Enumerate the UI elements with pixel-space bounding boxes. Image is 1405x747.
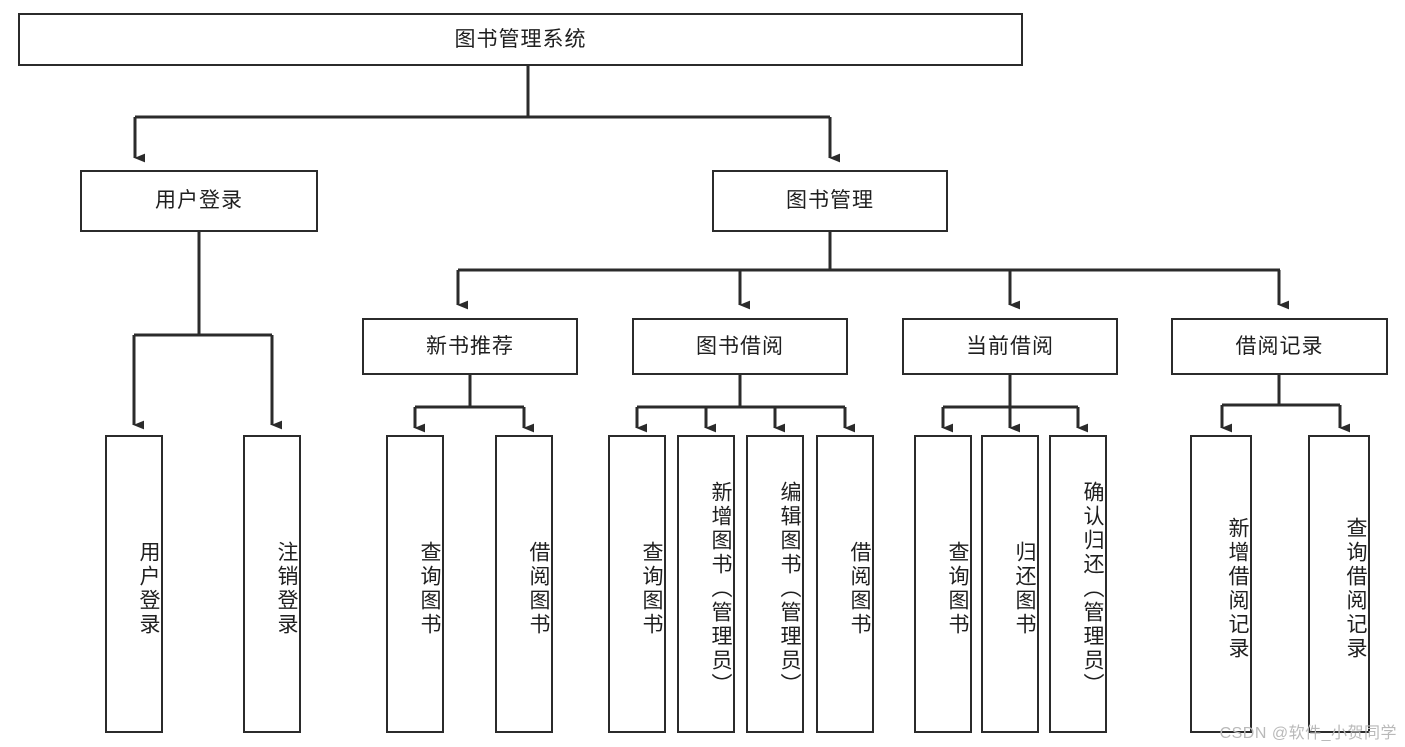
node-leaf-borrow-book-1-label: 借阅图书 [527,541,550,637]
node-user-login-label: 用户登录 [155,189,243,213]
node-new-book-rec[interactable]: 新书推荐 [362,318,578,375]
node-leaf-query-record[interactable]: 查询借阅记录 [1308,435,1370,733]
node-leaf-query-book-3[interactable]: 查询图书 [914,435,972,733]
node-leaf-user-login[interactable]: 用户登录 [105,435,163,733]
node-current-borrow-label: 当前借阅 [966,334,1054,358]
node-book-borrow-label: 图书借阅 [696,334,784,358]
node-leaf-query-book-1-label: 查询图书 [418,541,441,637]
node-root-label: 图书管理系统 [454,27,587,51]
node-leaf-add-record[interactable]: 新增借阅记录 [1190,435,1252,733]
node-leaf-logout[interactable]: 注销登录 [243,435,301,733]
node-leaf-return-book[interactable]: 归还图书 [981,435,1039,733]
node-borrow-record[interactable]: 借阅记录 [1171,318,1388,375]
node-leaf-logout-label: 注销登录 [275,541,298,637]
node-leaf-query-book-2[interactable]: 查询图书 [608,435,666,733]
node-book-manage[interactable]: 图书管理 [712,170,948,232]
node-new-book-rec-label: 新书推荐 [426,334,514,358]
node-leaf-borrow-book-2-label: 借阅图书 [848,541,871,637]
node-leaf-query-book-3-label: 查询图书 [946,541,969,637]
node-current-borrow[interactable]: 当前借阅 [902,318,1118,375]
node-root[interactable]: 图书管理系统 [18,13,1023,66]
node-leaf-edit-book[interactable]: 编辑图书（管理员） [746,435,804,733]
node-leaf-add-book-label: 新增图书（管理员） [709,481,732,697]
node-leaf-query-book-2-label: 查询图书 [640,541,663,637]
watermark: CSDN @软件_小贺同学 [1219,725,1397,742]
node-leaf-confirm-return[interactable]: 确认归还（管理员） [1049,435,1107,733]
node-borrow-record-label: 借阅记录 [1235,334,1324,358]
node-leaf-add-record-label: 新增借阅记录 [1226,517,1249,661]
node-book-manage-label: 图书管理 [786,189,874,213]
node-leaf-add-book[interactable]: 新增图书（管理员） [677,435,735,733]
node-leaf-borrow-book-2[interactable]: 借阅图书 [816,435,874,733]
node-user-login[interactable]: 用户登录 [80,170,318,232]
node-leaf-user-login-label: 用户登录 [137,541,160,637]
node-leaf-return-book-label: 归还图书 [1013,541,1036,637]
node-leaf-query-book-1[interactable]: 查询图书 [386,435,444,733]
node-leaf-query-record-label: 查询借阅记录 [1344,517,1367,661]
node-leaf-edit-book-label: 编辑图书（管理员） [778,481,801,697]
node-leaf-confirm-return-label: 确认归还（管理员） [1081,481,1104,697]
node-leaf-borrow-book-1[interactable]: 借阅图书 [495,435,553,733]
node-book-borrow[interactable]: 图书借阅 [632,318,848,375]
